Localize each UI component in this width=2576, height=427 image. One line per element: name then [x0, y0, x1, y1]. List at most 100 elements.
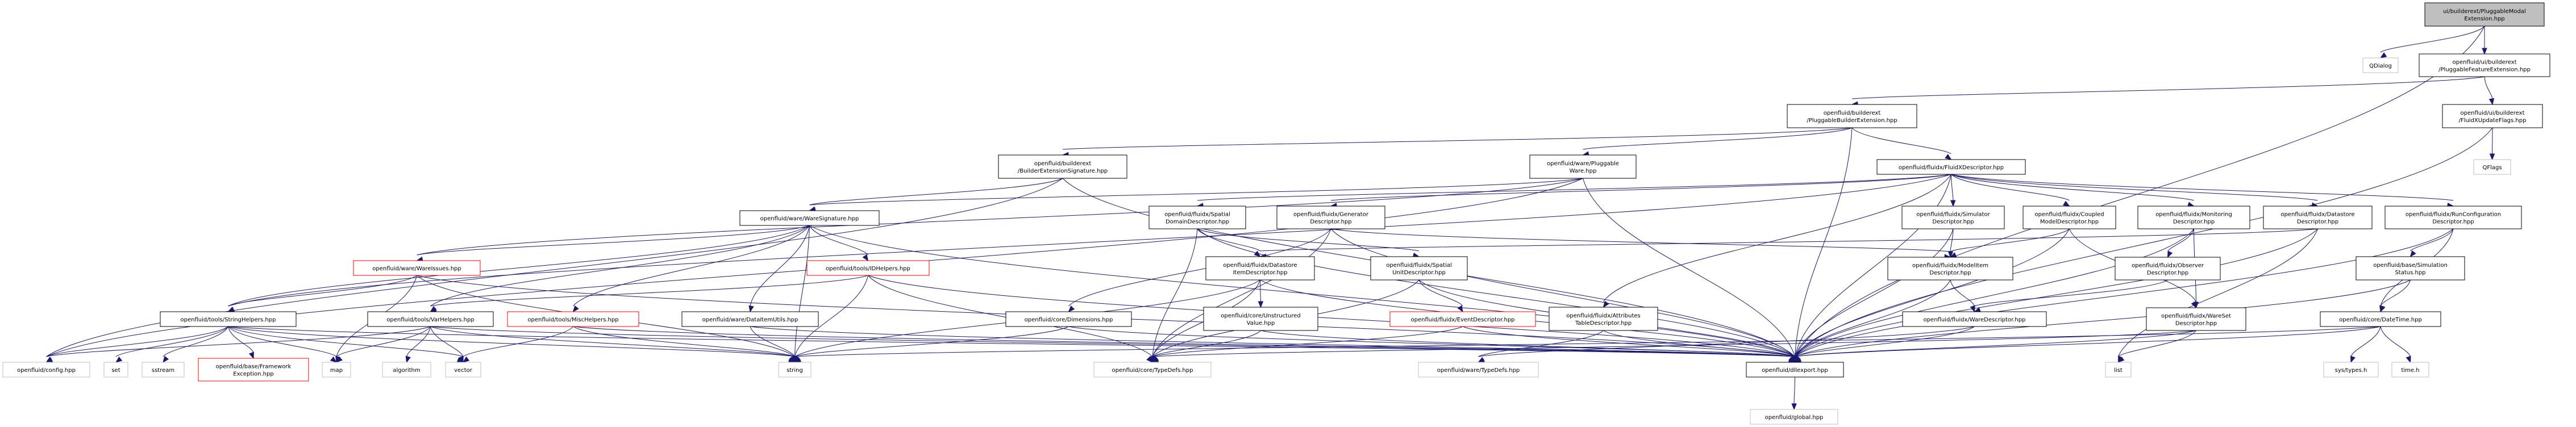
edge-pfe-to-fxuf — [2484, 76, 2495, 106]
edge-line — [1330, 228, 1795, 357]
node-fxuf[interactable]: openfluid/ui/builderext/FluidXUpdateFlag… — [2442, 104, 2543, 128]
edge-line — [163, 326, 228, 357]
node-label: Descriptor.hpp — [2432, 219, 2474, 225]
edge-line — [430, 326, 464, 357]
arrowhead-icon — [2488, 98, 2495, 106]
node-pbe[interactable]: openfluid/builderext/PluggableBuilderExt… — [1787, 104, 1917, 128]
edge-dsd-to-dsid — [1259, 228, 2318, 259]
node-ws[interactable]: openfluid/ware/WareSignature.hpp — [739, 210, 880, 226]
edge-line — [1793, 376, 1795, 404]
node-dll[interactable]: openfluid/dllexport.hpp — [1746, 362, 1844, 378]
edge-line — [1152, 330, 1261, 357]
node-box — [1887, 257, 2013, 281]
node-bes[interactable]: openfluid/builderext/BuilderExtensionSig… — [998, 154, 1127, 179]
edge-line — [1462, 326, 1795, 357]
arrowhead-icon — [2379, 52, 2387, 58]
node-box — [739, 210, 880, 226]
node-qdialog: QDialog — [2362, 57, 2399, 73]
node-wd[interactable]: openfluid/fluidx/WareDescriptor.hpp — [1902, 311, 2047, 327]
node-label: Ware.hpp — [1570, 168, 1597, 174]
node-atd[interactable]: openfluid/fluidx/AttributesTableDescript… — [1549, 307, 1658, 331]
node-label: QFlags — [2482, 165, 2502, 171]
edge-line — [1197, 228, 1420, 252]
node-cmd[interactable]: openfluid/fluidx/CoupledModelDescriptor.… — [2022, 206, 2116, 229]
edges-layer — [45, 26, 2495, 411]
edge-line — [573, 225, 810, 307]
node-box — [1901, 206, 2005, 229]
node-sdd[interactable]: openfluid/fluidx/SpatialDomainDescriptor… — [1148, 206, 1246, 229]
edge-line — [228, 326, 464, 357]
node-label: openfluid/base/Simulation — [2373, 262, 2448, 269]
edge-line — [336, 326, 431, 357]
node-label: openfluid/dllexport.hpp — [1762, 367, 1828, 374]
node-box — [353, 260, 481, 276]
edge-mh-to-dll — [573, 326, 1796, 365]
arrowhead-icon — [405, 355, 411, 363]
node-box — [2323, 362, 2379, 378]
node-sud[interactable]: openfluid/fluidx/SpatialUnitDescriptor.h… — [1370, 256, 1468, 281]
edge-line — [46, 326, 228, 357]
edge-line — [1603, 174, 1951, 302]
node-pfe[interactable]: openfluid/ui/builderext/PluggableFeature… — [2419, 53, 2550, 77]
node-sh[interactable]: openfluid/tools/StringHelpers.hpp — [160, 311, 297, 327]
edge-pw-to-wi — [416, 178, 1583, 262]
edge-line — [1152, 228, 1198, 357]
edge-pbe-to-dll — [1792, 127, 1853, 363]
node-label: openfluid/fluidx/RunConfiguration — [2406, 212, 2501, 218]
node-box — [2115, 257, 2221, 281]
node-label: openfluid/fluidx/Generator — [1293, 212, 1369, 218]
node-idh[interactable]: openfluid/tools/IDHelpers.hpp — [806, 260, 930, 276]
edge-line — [228, 326, 795, 357]
node-config: openfluid/config.hpp — [2, 362, 90, 378]
edge-vh-to-algorithm — [405, 326, 431, 363]
node-rcd[interactable]: openfluid/fluidx/RunConfigurationDescrip… — [2384, 206, 2522, 229]
node-label: openfluid/builderext — [1824, 110, 1881, 116]
node-vh[interactable]: openfluid/tools/VarHelpers.hpp — [367, 311, 494, 327]
edge-line — [1795, 228, 2194, 357]
edge-diu-to-string — [750, 326, 796, 363]
node-label: ui/builderext/PluggableModal — [2443, 9, 2526, 15]
node-fxd[interactable]: openfluid/fluidx/FluidXDescriptor.hpp — [1876, 159, 2026, 175]
edge-ss-to-dll — [1794, 279, 2411, 363]
node-label: openfluid/ui/builderext — [2460, 110, 2524, 116]
node-box — [2473, 159, 2511, 175]
node-dt[interactable]: openfluid/core/DateTime.hpp — [2320, 311, 2441, 327]
arrowhead-icon — [115, 356, 123, 363]
node-label: /PluggableFeatureExtension.hpp — [2438, 67, 2531, 73]
node-mond[interactable]: openfluid/fluidx/MonitoringDescriptor.hp… — [2137, 206, 2250, 229]
arrowhead-icon — [2380, 305, 2386, 313]
node-vector: vector — [445, 362, 481, 378]
node-dsid[interactable]: openfluid/fluidx/DatastoreItemDescriptor… — [1205, 256, 1315, 281]
edge-pbe-to-fxd — [1851, 127, 1952, 160]
node-wi[interactable]: openfluid/ware/WareIssues.hpp — [353, 260, 481, 276]
node-qflags: QFlags — [2473, 159, 2511, 175]
node-ed[interactable]: openfluid/fluidx/EventDescriptor.hpp — [1389, 311, 1536, 327]
node-diu[interactable]: openfluid/ware/DataItemUtils.hpp — [681, 311, 819, 327]
node-label: openfluid/fluidx/Spatial — [1386, 262, 1452, 269]
arrowhead-icon — [336, 356, 343, 363]
edge-fxuf-to-qflags — [2489, 127, 2495, 161]
edge-line — [1795, 127, 2493, 357]
node-mh[interactable]: openfluid/tools/MiscHelpers.hpp — [507, 311, 639, 327]
edge-dll-to-global — [1791, 376, 1797, 411]
edge-line — [2118, 228, 2318, 357]
edge-sh-to-map — [228, 326, 338, 363]
node-label: Value.hpp — [1247, 320, 1275, 326]
arrowhead-icon — [458, 355, 464, 363]
node-label: TableDescriptor.hpp — [1575, 320, 1632, 326]
edge-line — [2410, 228, 2454, 252]
node-root[interactable]: ui/builderext/PluggableModalExtension.hp… — [2424, 2, 2545, 27]
node-label: /FluidXUpdateFlags.hpp — [2459, 118, 2527, 124]
node-dim[interactable]: openfluid/core/Dimensions.hpp — [1005, 311, 1132, 327]
